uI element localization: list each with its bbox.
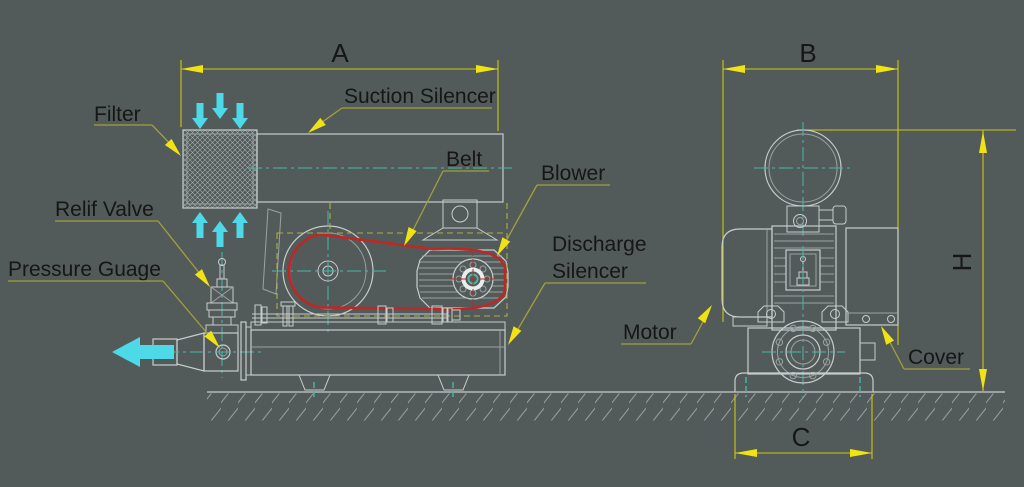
motor-fin-housing — [416, 249, 509, 309]
dim-b-arrowhead-right-icon — [876, 65, 898, 73]
filter-label: Filter — [94, 103, 141, 126]
flow-up-arrow-icon — [232, 212, 248, 238]
dim-c-arrowhead-right-icon — [850, 449, 872, 457]
filter-part — [182, 129, 258, 209]
label-filter: Filter — [94, 103, 185, 160]
blower-side-port — [859, 342, 876, 361]
discharge-silencer-part — [140, 321, 506, 400]
bracket-hole — [451, 205, 469, 223]
ground — [207, 391, 1005, 421]
filter-body — [182, 129, 258, 209]
motor-arrowhead-icon — [697, 302, 716, 324]
blower-end — [734, 320, 876, 397]
discharge-silencer-label-line1: Discharge — [552, 233, 647, 256]
dim-b-arrowhead-left-icon — [723, 65, 745, 73]
label-motor: Motor — [621, 302, 716, 345]
pressure-gauge-label: Pressure Guage — [8, 258, 161, 281]
relief-valve-part — [205, 252, 239, 378]
silencer-cylinder — [250, 329, 506, 376]
belt-loop — [287, 233, 507, 311]
mount-foot-right — [437, 374, 470, 391]
motor-mount-left — [757, 305, 785, 323]
motor-mount-bolt — [830, 309, 840, 319]
cover-bolt — [887, 315, 895, 323]
dimension-b: B — [722, 38, 899, 345]
dim-h-arrowhead-top-icon — [979, 131, 987, 153]
label-relief-valve: Relif Valve — [55, 198, 214, 290]
relief-valve-label: Relif Valve — [55, 198, 154, 221]
cover-label: Cover — [908, 346, 964, 369]
neck-clamp-knob — [832, 205, 847, 225]
flow-down-arrow-icon — [192, 103, 208, 129]
motor-mount-right — [821, 305, 849, 323]
dim-a-arrowhead-right-icon — [476, 65, 498, 73]
belt-label: Belt — [446, 148, 482, 171]
dim-b-letter: B — [799, 38, 816, 68]
dim-a-arrowhead-left-icon — [181, 65, 203, 73]
discharge-flange-disc — [240, 321, 247, 381]
silencer-end-circle — [754, 122, 852, 240]
discharge-flange-disc2 — [245, 326, 252, 376]
discharge-silencer-label-line2: Silencer — [552, 260, 628, 283]
relief-valve-brace — [210, 286, 234, 304]
label-cover: Cover — [877, 323, 970, 370]
blower-flange-bolt-circle — [777, 326, 829, 378]
callouts: Filter Relif Valve Pressure Guage Suctio… — [8, 85, 970, 370]
flow-down-arrow-icon — [212, 93, 228, 119]
motor-mount-bolt — [766, 309, 776, 319]
belt-cover-panel — [845, 227, 899, 326]
discharge-flow-arrow-icon — [112, 337, 174, 367]
suction-silencer-label: Suction Silencer — [344, 85, 496, 108]
side-view: A — [112, 38, 515, 400]
label-suction-silencer: Suction Silencer — [305, 85, 496, 137]
dimension-c: C — [734, 394, 873, 459]
dim-c-letter: C — [792, 422, 811, 452]
silencer-neck-bolt-bore — [796, 217, 804, 225]
dim-h-letter: H — [947, 253, 977, 272]
neck-clamp — [818, 209, 834, 221]
discharge-silencer-arrowhead-icon — [504, 326, 522, 348]
bracket-plate — [442, 199, 478, 229]
motor-bell — [721, 228, 773, 318]
top-piping — [252, 301, 461, 327]
silencer-support-bracket — [421, 199, 499, 241]
motor-fin-body — [771, 225, 837, 331]
end-view: B H C — [721, 38, 1016, 459]
flow-down-arrow-icon — [232, 103, 248, 129]
motor-body-fins — [774, 233, 834, 304]
belt-guard — [276, 203, 508, 317]
flow-up-arrow-icon — [212, 221, 228, 247]
silencer-neck-bolt — [793, 214, 807, 228]
dim-a-letter: A — [331, 38, 349, 68]
label-pressure-gauge: Pressure Guage — [8, 258, 224, 351]
flow-up-arrow-icon — [192, 212, 208, 238]
label-blower: Blower — [493, 162, 610, 259]
cover-bolt — [862, 315, 870, 323]
motor-label: Motor — [623, 321, 677, 344]
motor-assembly — [721, 225, 899, 398]
label-discharge-silencer: Discharge Silencer — [504, 233, 647, 348]
mount-foot-left — [298, 374, 331, 391]
motor-end-view — [416, 249, 509, 309]
bracket-pedestal — [421, 227, 499, 241]
dim-c-arrowhead-left-icon — [735, 449, 757, 457]
cover-arrowhead-icon — [877, 323, 895, 345]
blower-base — [734, 372, 874, 392]
belt-guard-outline — [276, 232, 508, 317]
blower-label: Blower — [541, 162, 605, 185]
dim-h-arrowhead-bottom-icon — [979, 369, 987, 391]
dimension-h: H — [797, 129, 1016, 391]
pulley-side-plate — [262, 208, 282, 295]
suction-silencer-part — [248, 133, 515, 203]
ground-hatching — [207, 393, 1005, 421]
dimension-a: A — [180, 38, 499, 131]
filter-inner-frame — [186, 133, 254, 205]
label-belt: Belt — [399, 148, 489, 249]
